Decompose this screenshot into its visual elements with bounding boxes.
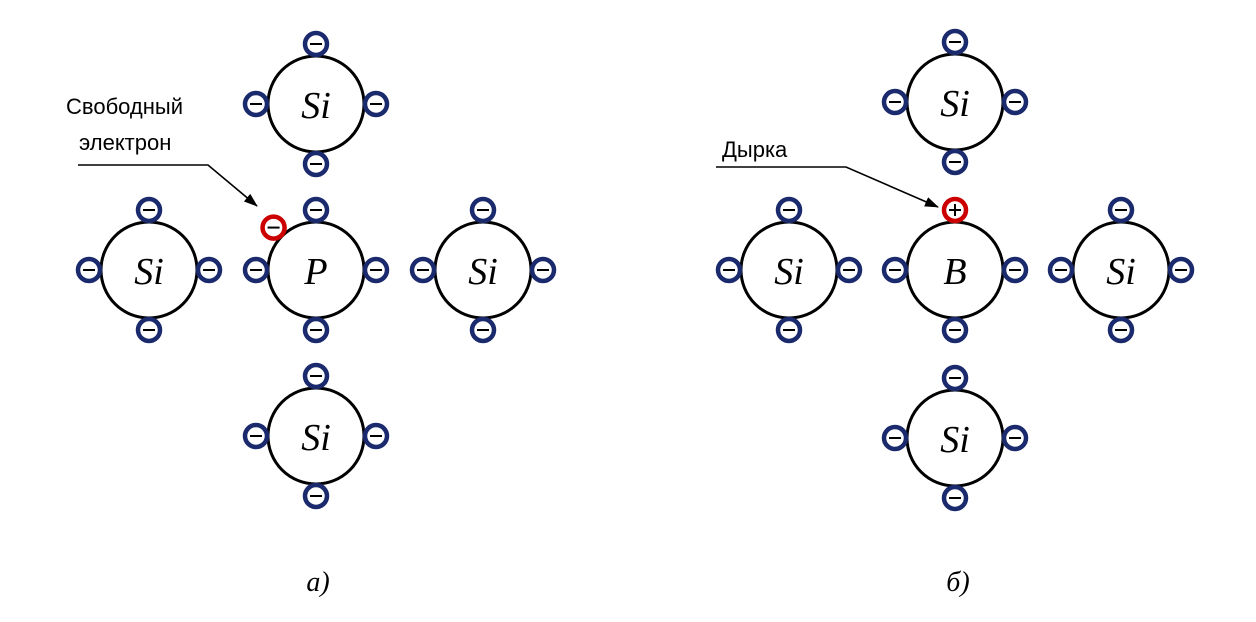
si-atom-bottom: Si <box>242 362 390 510</box>
caption-a: а) <box>306 567 329 598</box>
valence-electron-right <box>1001 256 1029 284</box>
valence-electron-right <box>529 256 557 284</box>
dopant-atom-b-label: B <box>943 251 966 293</box>
annotation-free-electron-line1: Свободный <box>66 94 183 119</box>
dopant-atom-p-label: P <box>303 251 327 293</box>
valence-electron-right <box>1001 424 1029 452</box>
valence-electron-top <box>941 364 969 392</box>
valence-electron-bottom <box>775 316 803 344</box>
valence-electron-bottom <box>469 316 497 344</box>
valence-electron-left <box>881 424 909 452</box>
valence-electron-left <box>75 256 103 284</box>
valence-electron-top <box>775 196 803 224</box>
valence-electron-right <box>362 90 390 118</box>
valence-electron-left <box>242 90 270 118</box>
hole-carrier <box>941 196 969 224</box>
valence-electron-bottom <box>302 150 330 178</box>
valence-electron-right <box>195 256 223 284</box>
si-atom-bottom-label: Si <box>940 419 970 461</box>
valence-electron-right <box>362 256 390 284</box>
valence-electron-right <box>1001 88 1029 116</box>
valence-electron-left <box>881 88 909 116</box>
si-atom-left: Si <box>715 196 863 344</box>
valence-electron-top <box>469 196 497 224</box>
valence-electron-right <box>1167 256 1195 284</box>
si-atom-left: Si <box>75 196 223 344</box>
si-atom-right-label: Si <box>1106 251 1136 293</box>
si-atom-top-label: Si <box>301 85 331 127</box>
valence-electron-bottom <box>941 316 969 344</box>
valence-electron-left <box>1047 256 1075 284</box>
valence-electron-bottom <box>1107 316 1135 344</box>
valence-electron-bottom <box>302 316 330 344</box>
valence-electron-top <box>941 28 969 56</box>
valence-electron-left <box>242 256 270 284</box>
free-electron-carrier <box>260 214 287 241</box>
valence-electron-top <box>302 362 330 390</box>
valence-electron-bottom <box>941 484 969 512</box>
valence-electron-bottom <box>941 148 969 176</box>
si-atom-bottom: Si <box>881 364 1029 512</box>
valence-electron-bottom <box>302 482 330 510</box>
valence-electron-left <box>409 256 437 284</box>
hole-leader-arrow <box>716 166 939 208</box>
si-atom-bottom-label: Si <box>301 417 331 459</box>
si-atom-right: Si <box>409 196 557 344</box>
si-atom-top: Si <box>242 30 390 178</box>
valence-electron-right <box>835 256 863 284</box>
valence-electron-left <box>242 422 270 450</box>
valence-electron-top <box>135 196 163 224</box>
annotation-hole-label: Дырка <box>722 137 788 162</box>
annotation-free-electron-line2: электрон <box>79 130 171 155</box>
si-atom-top-label: Si <box>940 83 970 125</box>
valence-electron-right <box>362 422 390 450</box>
caption-b: б) <box>946 567 969 598</box>
valence-electron-top <box>302 196 330 224</box>
valence-electron-top <box>1107 196 1135 224</box>
si-atom-left-label: Si <box>134 251 164 293</box>
si-atom-right: Si <box>1047 196 1195 344</box>
valence-electron-bottom <box>135 316 163 344</box>
si-atom-top: Si <box>881 28 1029 176</box>
si-atom-left-label: Si <box>774 251 804 293</box>
valence-electron-left <box>715 256 743 284</box>
si-atom-right-label: Si <box>468 251 498 293</box>
dopant-atom-p: P <box>242 196 390 344</box>
valence-electron-top <box>302 30 330 58</box>
valence-electron-left <box>881 256 909 284</box>
free-electron-leader-arrow <box>78 164 258 207</box>
dopant-atom-b: B <box>881 220 1029 344</box>
